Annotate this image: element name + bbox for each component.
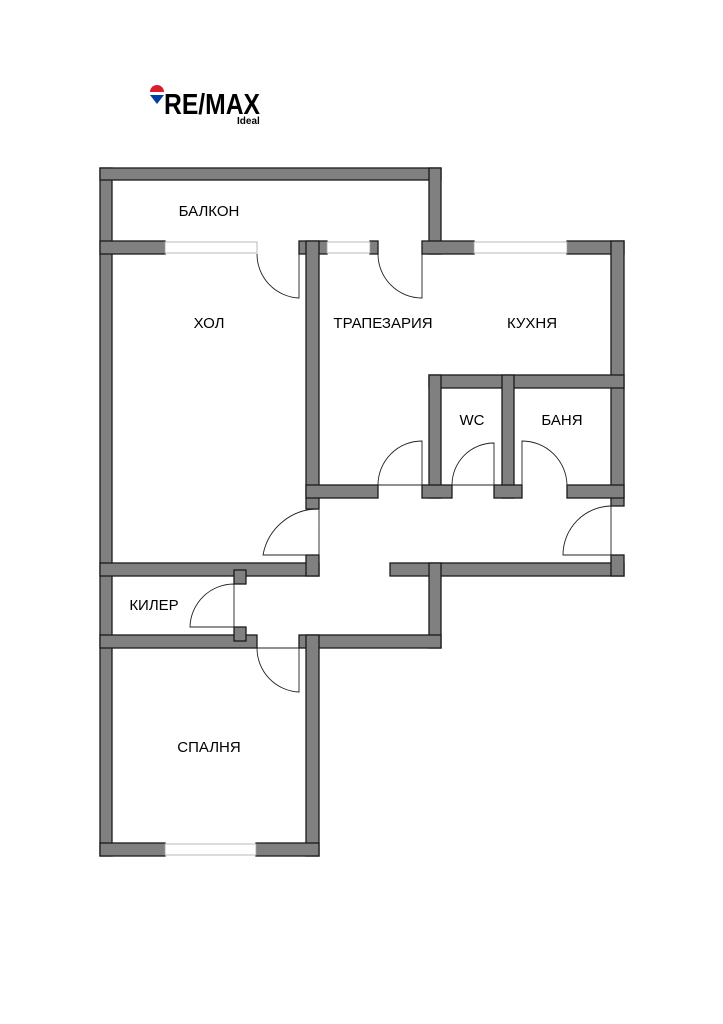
wall-bath-bottom xyxy=(566,484,625,499)
window-bedroom xyxy=(164,843,257,856)
wall-hall-dining xyxy=(305,240,320,510)
door-dining-balcony xyxy=(377,253,423,299)
room-label-balcony: БАЛКОН xyxy=(179,203,240,220)
outer-wall-left xyxy=(99,167,113,857)
balloon-icon xyxy=(150,85,164,104)
wall-stub-corridor xyxy=(305,554,320,577)
room-labels: БАЛКОН ХОЛ ТРАПЕЗАРИЯ КУХНЯ WC БАНЯ КИЛЕ… xyxy=(129,203,582,756)
wall-storage-stub-top xyxy=(233,569,247,585)
wall-wc-bottom-left xyxy=(421,484,453,499)
window-hall xyxy=(164,241,258,254)
wall-bedroom-right xyxy=(305,634,320,857)
door-hall xyxy=(262,508,320,556)
room-label-dining: ТРАПЕЗАРИЯ xyxy=(333,315,432,332)
wall-corridor-end xyxy=(610,554,625,577)
wall-corridor-right xyxy=(389,562,625,577)
wall-wc-bath xyxy=(501,374,515,499)
outer-wall-top xyxy=(99,167,442,181)
wall-dining-bottom xyxy=(305,484,379,499)
door-bedroom xyxy=(256,647,300,693)
wall-storage-stub-bottom xyxy=(233,626,247,642)
window-dining xyxy=(326,241,371,254)
wall-storage-bottom xyxy=(99,634,258,649)
wall-wc-bottom-mid xyxy=(493,484,523,499)
logo-sub: Ideal xyxy=(237,116,260,127)
door-wc xyxy=(451,442,495,486)
logo-brand: RE/MAX xyxy=(164,89,261,121)
door-entrance xyxy=(562,505,612,556)
wall-balcony-hall xyxy=(99,240,166,255)
door-storage xyxy=(189,583,235,628)
wall-wet-top xyxy=(428,374,625,389)
wall-bedroom-top-right xyxy=(298,634,442,649)
wall-wc-left xyxy=(428,374,442,499)
room-label-bathroom: БАНЯ xyxy=(541,412,582,429)
wall-kitchen-right xyxy=(610,240,625,507)
room-label-wc: WC xyxy=(460,412,485,429)
windows xyxy=(164,241,568,856)
doors xyxy=(189,253,612,693)
wall-stub-dining xyxy=(369,240,379,255)
wall-hall-bottom xyxy=(99,562,320,577)
room-label-kitchen: КУХНЯ xyxy=(507,315,557,332)
door-hall-balcony xyxy=(256,253,300,299)
door-bathroom xyxy=(521,440,568,486)
walls xyxy=(99,167,625,857)
room-label-bedroom: СПАЛНЯ xyxy=(177,739,240,756)
room-label-storage: КИЛЕР xyxy=(129,597,178,614)
wall-bedroom-bottom-left xyxy=(99,842,166,857)
remax-logo: RE/MAX Ideal xyxy=(150,85,261,127)
wall-bedroom-bottom-right xyxy=(255,842,320,857)
wall-stub-kitchen xyxy=(421,240,475,255)
room-label-hall: ХОЛ xyxy=(194,315,225,332)
door-dining xyxy=(377,440,423,486)
window-kitchen xyxy=(473,241,568,254)
